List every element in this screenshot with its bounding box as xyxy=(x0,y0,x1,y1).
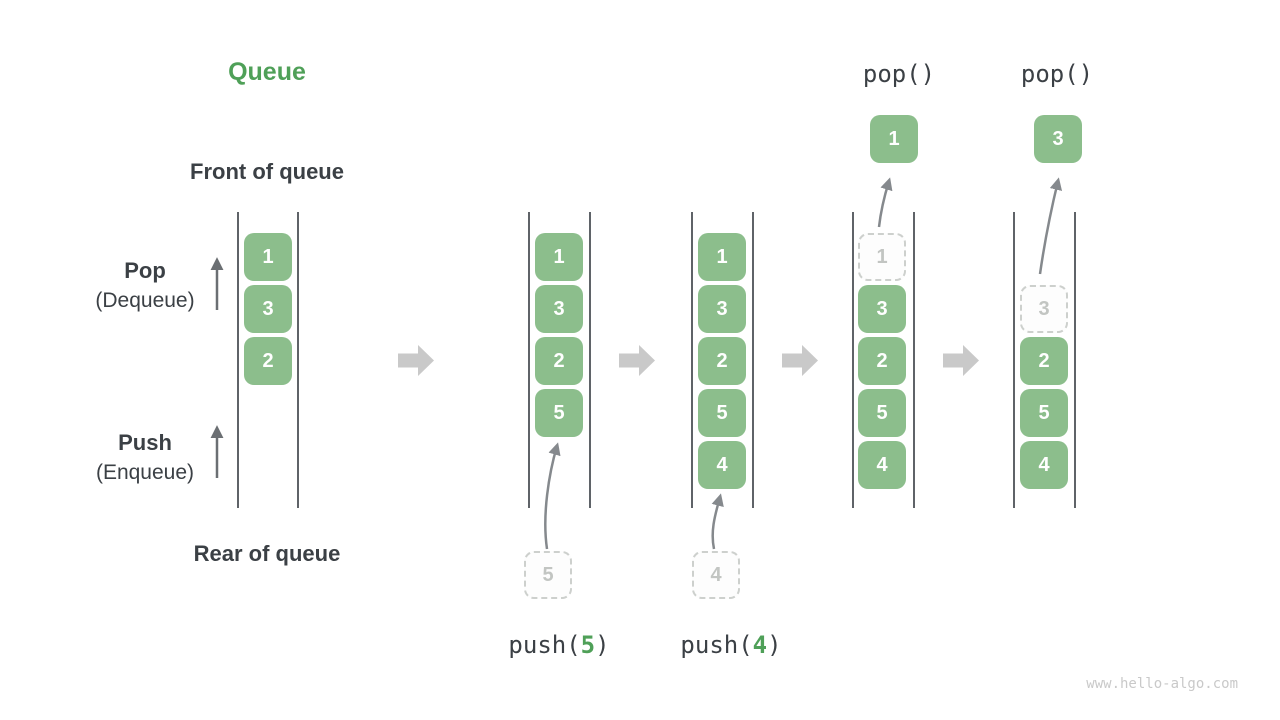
staged-value-cell: 5 xyxy=(524,551,572,599)
push-side-label: Push (Enqueue) xyxy=(65,430,225,489)
push-arg-text: 5 xyxy=(580,631,596,659)
queue-cell: 2 xyxy=(698,337,746,385)
diagram-title: Queue xyxy=(228,58,306,86)
push-label: Push xyxy=(118,430,172,455)
queue-rail xyxy=(528,212,530,508)
queue-cell: 1 xyxy=(698,233,746,281)
popped-value-cell: 1 xyxy=(870,115,918,163)
queue-cell: 5 xyxy=(535,389,583,437)
dequeue-label: (Dequeue) xyxy=(95,289,195,312)
queue-rail xyxy=(1074,212,1076,508)
push-paren-text: ) xyxy=(595,631,610,659)
queue-rail xyxy=(691,212,693,508)
queue-cell: 4 xyxy=(1020,441,1068,489)
pop-operation-label: pop() xyxy=(862,60,936,88)
push-fn-text: push( xyxy=(680,631,753,659)
pop-side-label: Pop (Dequeue) xyxy=(65,258,225,317)
push-fn-text: push( xyxy=(508,631,581,659)
queue-cell: 2 xyxy=(535,337,583,385)
queue-rail xyxy=(752,212,754,508)
queue-cell: 5 xyxy=(858,389,906,437)
queue-cell: 1 xyxy=(535,233,583,281)
rear-of-queue-label: Rear of queue xyxy=(193,541,341,566)
queue-rail xyxy=(852,212,854,508)
state-transition-arrow-icon xyxy=(943,345,979,376)
ghost-queue-cell: 3 xyxy=(1020,285,1068,333)
queue-cell: 4 xyxy=(858,441,906,489)
state-transition-arrow-icon xyxy=(782,345,818,376)
push-paren-text: ) xyxy=(767,631,782,659)
queue-cell: 3 xyxy=(858,285,906,333)
state-transition-arrow-icon xyxy=(619,345,655,376)
ghost-queue-cell: 1 xyxy=(858,233,906,281)
site-watermark: www.hello-algo.com xyxy=(1086,676,1238,692)
queue-cell: 1 xyxy=(244,233,292,281)
queue-cell: 5 xyxy=(1020,389,1068,437)
popped-value-cell: 3 xyxy=(1034,115,1082,163)
queue-rail xyxy=(237,212,239,508)
front-of-queue-label: Front of queue xyxy=(190,159,344,184)
pop-label: Pop xyxy=(124,258,166,283)
queue-rail xyxy=(589,212,591,508)
push-4-arrow-icon xyxy=(711,493,724,550)
queue-cell: 2 xyxy=(858,337,906,385)
pop-3-arrow-icon xyxy=(1038,177,1063,275)
pop-1-arrow-icon xyxy=(877,177,893,228)
queue-cell: 2 xyxy=(244,337,292,385)
queue-rail xyxy=(1013,212,1015,508)
push-arg-text: 4 xyxy=(752,631,768,659)
queue-rail xyxy=(913,212,915,508)
staged-value-cell: 4 xyxy=(692,551,740,599)
queue-cell: 2 xyxy=(1020,337,1068,385)
push-operation-label: push(4) xyxy=(661,631,801,659)
push-5-arrow-icon xyxy=(544,442,561,550)
queue-rail xyxy=(297,212,299,508)
state-transition-arrow-icon xyxy=(398,345,434,376)
pop-operation-label: pop() xyxy=(1020,60,1094,88)
queue-cell: 3 xyxy=(244,285,292,333)
enqueue-label: (Enqueue) xyxy=(95,461,195,484)
queue-cell: 3 xyxy=(698,285,746,333)
queue-cell: 4 xyxy=(698,441,746,489)
queue-cell: 3 xyxy=(535,285,583,333)
queue-cell: 5 xyxy=(698,389,746,437)
push-operation-label: push(5) xyxy=(489,631,629,659)
